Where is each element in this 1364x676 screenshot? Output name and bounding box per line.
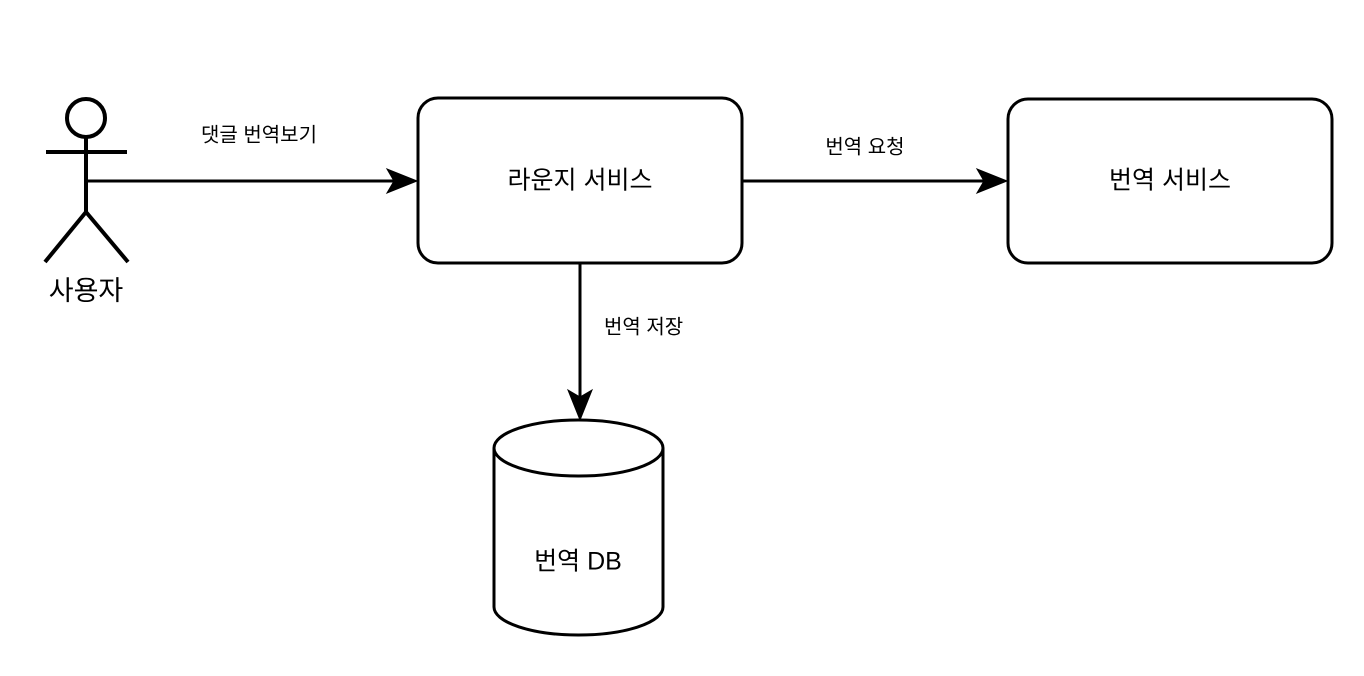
lounge-service-label: 라운지 서비스 bbox=[508, 167, 653, 195]
translation-service-box bbox=[1006, 97, 1334, 265]
node-translation-db[interactable]: 번역 DB bbox=[492, 418, 665, 637]
node-lounge-service[interactable]: 라운지 서비스 bbox=[416, 96, 744, 265]
edge-lounge-to-db-arrowhead bbox=[566, 388, 594, 422]
edge-user-to-lounge-arrowhead bbox=[385, 167, 419, 195]
actor-head-icon bbox=[65, 97, 107, 139]
node-actor-user[interactable]: 사용자 bbox=[43, 97, 130, 306]
edge-lounge-to-db[interactable]: 번역 저장 bbox=[566, 263, 683, 422]
actor-left-leg-line bbox=[43, 210, 88, 264]
edge-lounge-to-translation[interactable]: 번역 요청 bbox=[742, 135, 1009, 195]
edge-user-to-lounge-label: 댓글 번역보기 bbox=[201, 123, 317, 146]
actor-right-leg-line bbox=[84, 210, 130, 264]
translation-db-cylinder-top-ellipse bbox=[492, 447, 665, 478]
node-translation-service[interactable]: 번역 서비스 bbox=[1006, 97, 1334, 265]
translation-service-label: 번역 서비스 bbox=[1109, 167, 1231, 195]
edge-lounge-to-translation-label: 번역 요청 bbox=[825, 135, 904, 158]
edge-user-to-lounge[interactable]: 댓글 번역보기 bbox=[88, 123, 419, 195]
translation-db-label: 번역 DB bbox=[534, 548, 622, 576]
actor-user-label: 사용자 bbox=[49, 276, 124, 306]
edge-lounge-to-db-label: 번역 저장 bbox=[604, 315, 683, 338]
edge-lounge-to-translation-arrowhead bbox=[975, 167, 1009, 195]
